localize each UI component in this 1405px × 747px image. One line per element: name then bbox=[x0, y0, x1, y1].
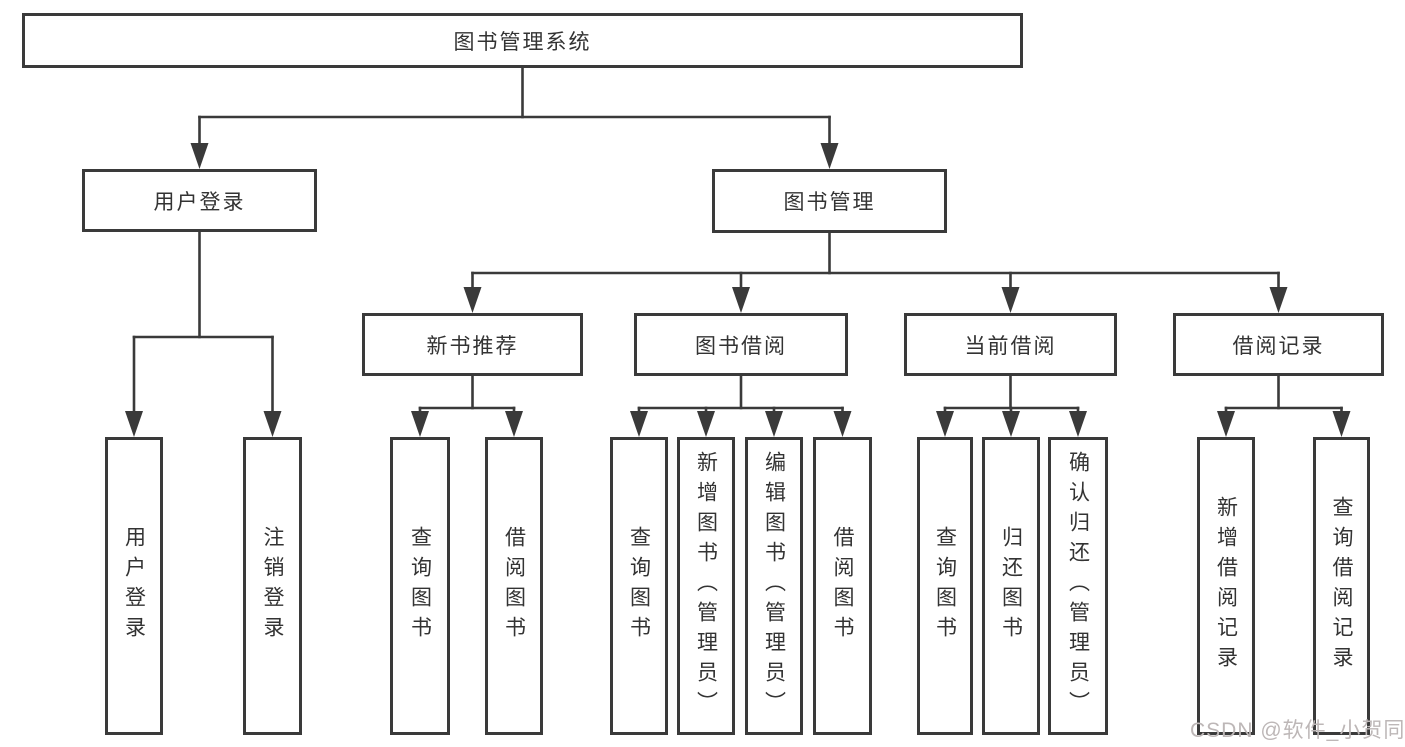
arrowhead-down-icon bbox=[463, 287, 482, 313]
leaf-logout: 注销登录 bbox=[243, 437, 302, 735]
connector-book-mgmt-split bbox=[463, 231, 1288, 313]
node-label: 用户登录 bbox=[153, 190, 246, 214]
node-label: 图书借阅 bbox=[695, 334, 787, 358]
leaf-current-return-books: 归还图书 bbox=[982, 437, 1040, 735]
node-label: 用户登录 bbox=[122, 526, 146, 646]
node-label: 查询借阅记录 bbox=[1330, 496, 1353, 676]
node-label: 归还图书 bbox=[999, 526, 1023, 646]
node-label: 新书推荐 bbox=[426, 334, 519, 358]
node-label: 图书管理系统 bbox=[453, 30, 592, 54]
node-new-book-recommend: 新书推荐 bbox=[362, 313, 583, 376]
leaf-borrowing-add-books-admin: 新增图书（管理员） bbox=[677, 437, 735, 735]
arrowhead-down-icon bbox=[630, 411, 648, 437]
node-current-borrowing: 当前借阅 bbox=[904, 313, 1117, 376]
connector-borrow-records-split bbox=[1217, 374, 1351, 437]
arrowhead-down-icon bbox=[263, 411, 282, 437]
arrowhead-down-icon bbox=[1002, 411, 1020, 437]
leaf-borrowing-query-books: 查询图书 bbox=[610, 437, 668, 735]
connector-root-split bbox=[190, 66, 839, 169]
leaf-borrowing-edit-books-admin: 编辑图书（管理员） bbox=[745, 437, 803, 735]
arrowhead-down-icon bbox=[765, 411, 783, 437]
arrowhead-down-icon bbox=[936, 411, 954, 437]
node-book-management: 图书管理 bbox=[712, 169, 947, 233]
leaf-user-login: 用户登录 bbox=[105, 437, 163, 735]
leaf-current-query-books: 查询图书 bbox=[917, 437, 973, 735]
arrowhead-down-icon bbox=[411, 411, 429, 437]
leaf-recommend-borrow-books: 借阅图书 bbox=[485, 437, 543, 735]
node-label: 借阅图书 bbox=[502, 526, 526, 646]
node-label: 当前借阅 bbox=[964, 334, 1057, 358]
arrowhead-down-icon bbox=[1332, 411, 1351, 437]
node-label: 新增图书（管理员） bbox=[694, 451, 718, 721]
arrowhead-down-icon bbox=[732, 287, 750, 313]
leaf-current-confirm-return-admin: 确认归还（管理员） bbox=[1048, 437, 1108, 735]
arrowhead-down-icon bbox=[833, 411, 852, 437]
arrowhead-down-icon bbox=[1001, 287, 1020, 313]
connector-book-borrowing-split bbox=[630, 374, 852, 437]
node-label: 查询图书 bbox=[627, 526, 651, 646]
node-label: 编辑图书（管理员） bbox=[762, 451, 786, 721]
arrowhead-down-icon bbox=[1069, 411, 1087, 437]
connector-new-book-rec-split bbox=[411, 374, 523, 437]
node-label: 新增借阅记录 bbox=[1214, 496, 1238, 676]
node-label: 查询图书 bbox=[408, 526, 432, 646]
leaf-records-query-record: 查询借阅记录 bbox=[1313, 437, 1370, 735]
leaf-records-add-record: 新增借阅记录 bbox=[1197, 437, 1255, 735]
leaf-recommend-query-books: 查询图书 bbox=[390, 437, 450, 735]
node-label: 图书管理 bbox=[783, 191, 876, 214]
leaf-borrowing-borrow-books: 借阅图书 bbox=[813, 437, 872, 735]
node-user-login: 用户登录 bbox=[82, 169, 317, 232]
node-label: 借阅记录 bbox=[1232, 334, 1325, 358]
arrowhead-down-icon bbox=[820, 143, 839, 169]
arrowhead-down-icon bbox=[1217, 411, 1235, 437]
node-book-borrowing: 图书借阅 bbox=[634, 313, 848, 376]
node-label: 查询图书 bbox=[933, 526, 957, 646]
node-label: 借阅图书 bbox=[831, 526, 854, 646]
arrowhead-down-icon bbox=[697, 411, 715, 437]
arrowhead-down-icon bbox=[125, 411, 143, 437]
node-label: 注销登录 bbox=[261, 526, 284, 646]
node-library-system: 图书管理系统 bbox=[22, 13, 1023, 68]
csdn-watermark: CSDN @软件_小贺同学 bbox=[1190, 719, 1405, 742]
node-borrow-records: 借阅记录 bbox=[1173, 313, 1384, 376]
arrowhead-down-icon bbox=[505, 411, 523, 437]
connector-user-login-split bbox=[125, 230, 282, 437]
connector-current-borrow-split bbox=[936, 374, 1087, 437]
node-label: 确认归还（管理员） bbox=[1066, 451, 1090, 721]
arrowhead-down-icon bbox=[190, 143, 209, 169]
arrowhead-down-icon bbox=[1269, 287, 1288, 313]
